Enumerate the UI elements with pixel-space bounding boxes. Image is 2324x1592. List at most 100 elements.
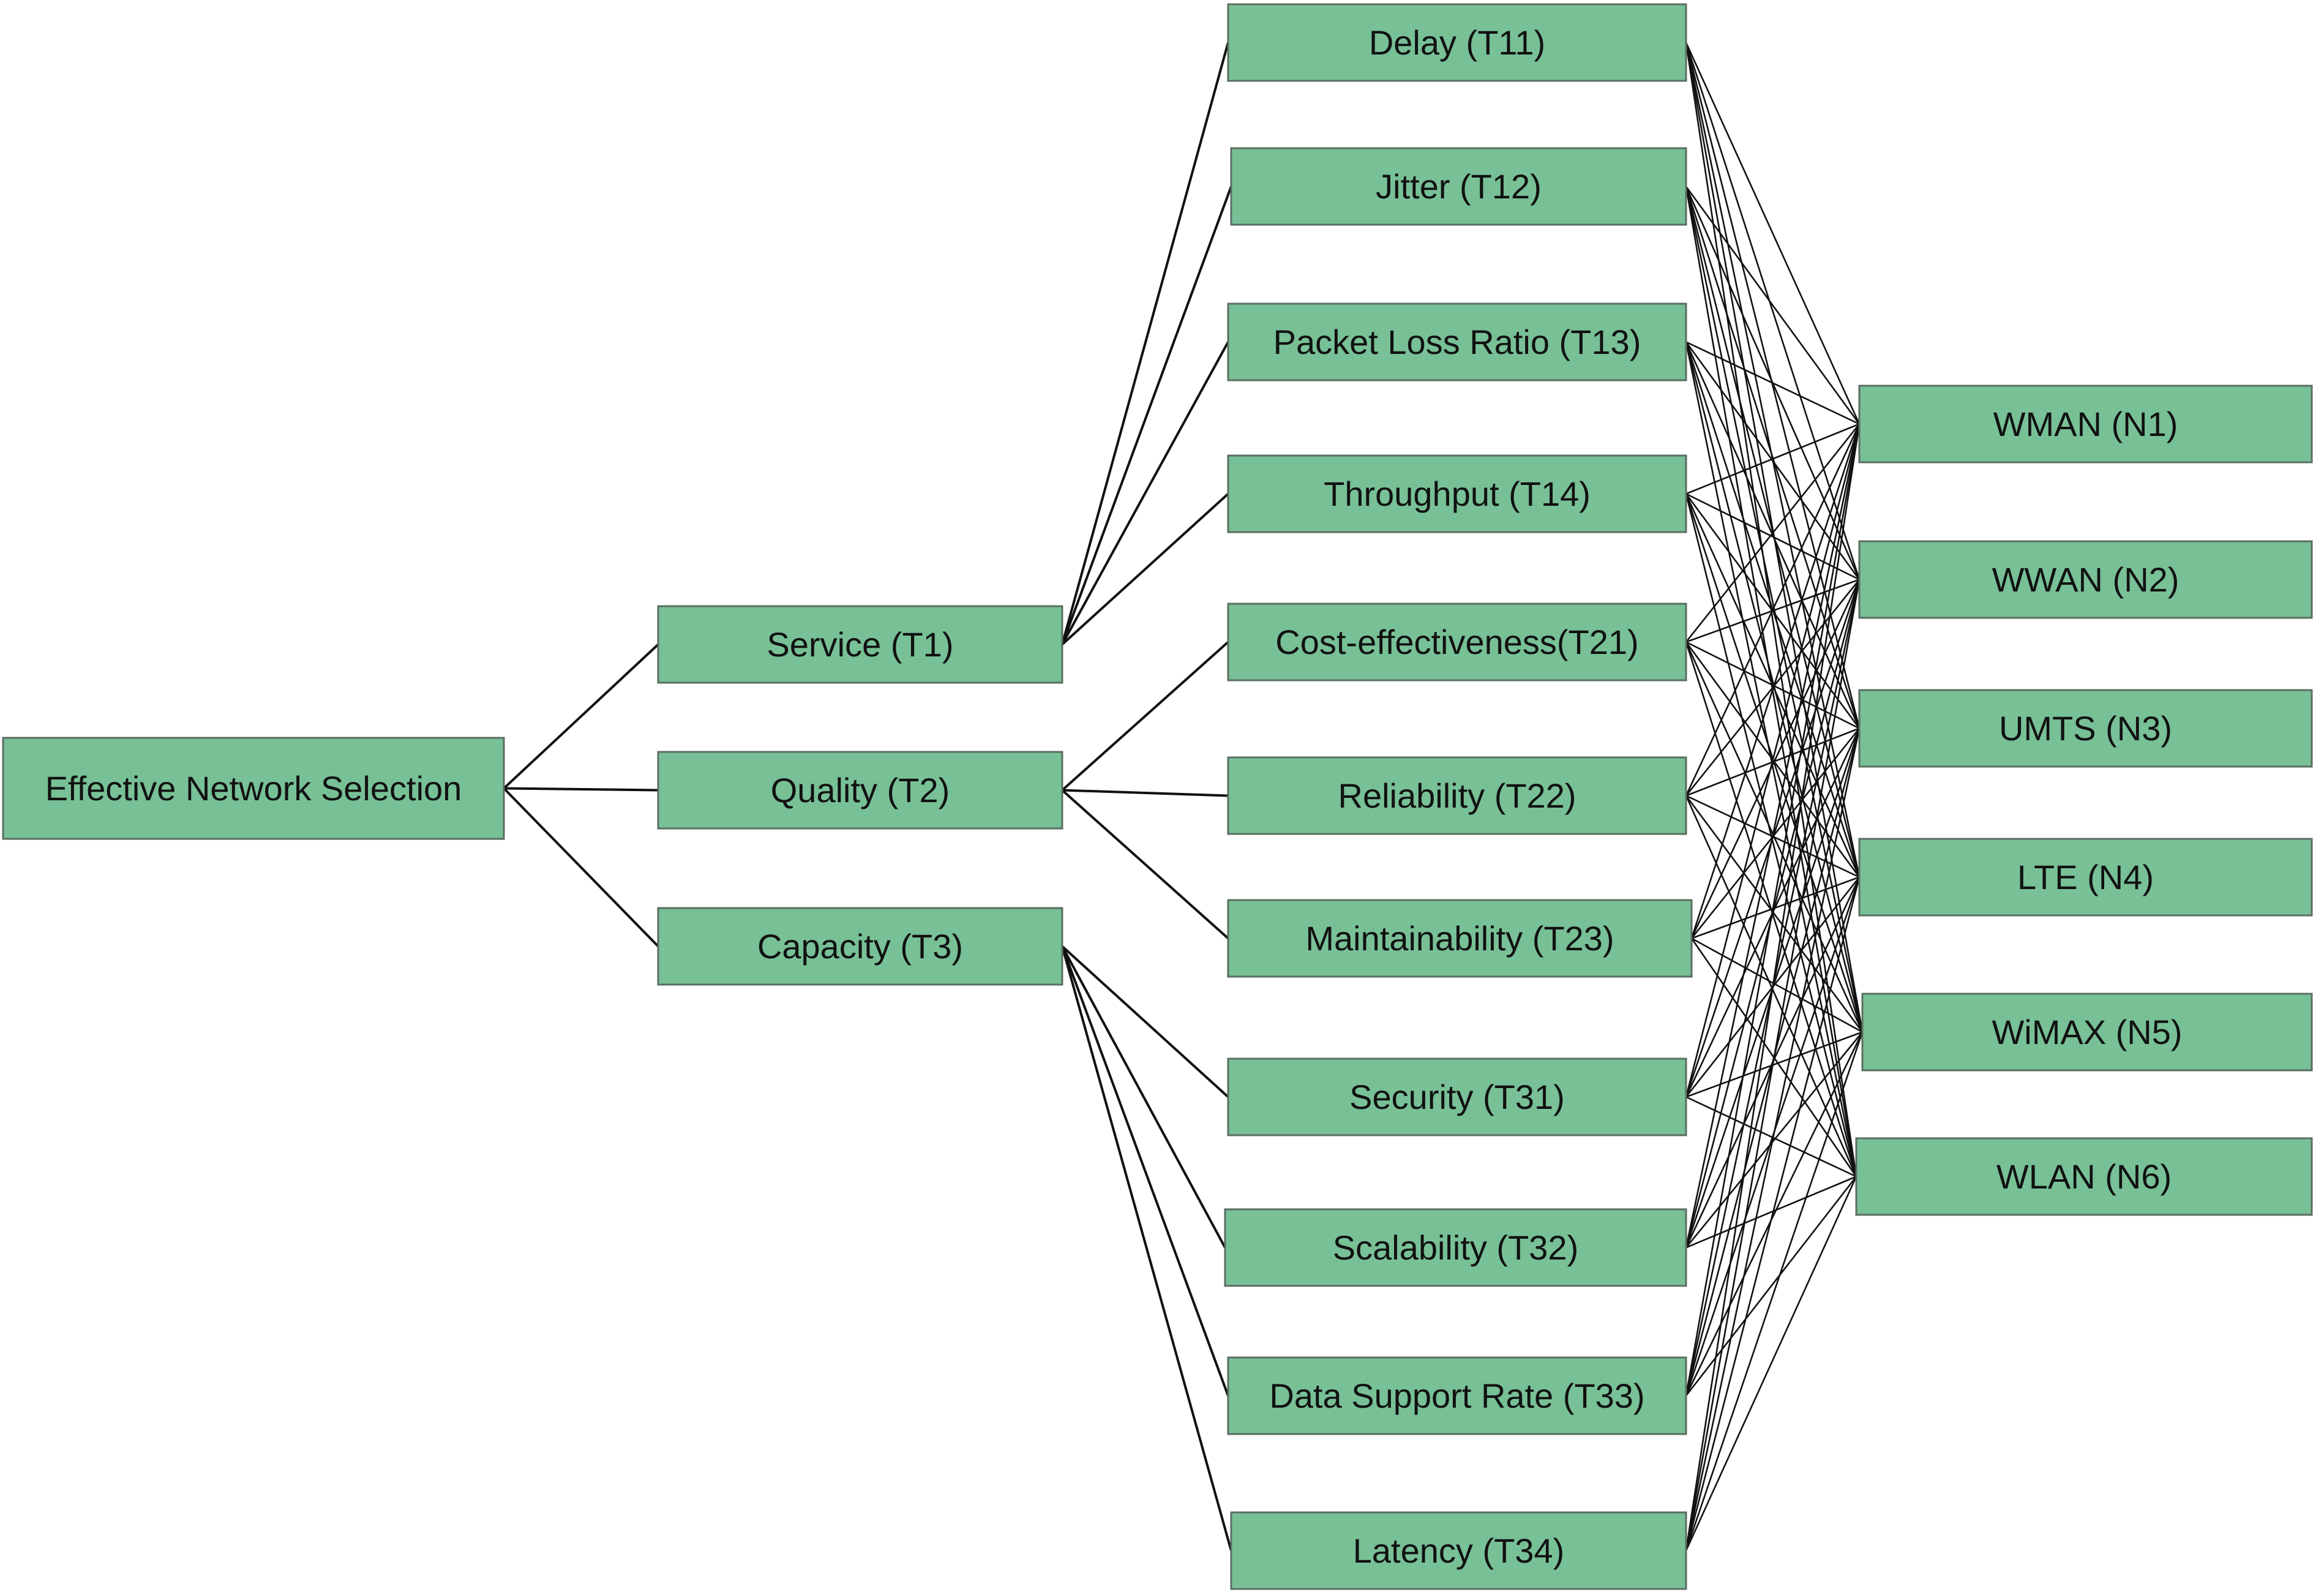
alternative-node-n2-box bbox=[1858, 540, 2313, 619]
criterion-node-t1-box bbox=[657, 605, 1063, 684]
edge-t34-n1 bbox=[1685, 424, 1861, 1551]
edge-root-t1 bbox=[503, 644, 659, 789]
edge-t3-t31 bbox=[1061, 945, 1229, 1098]
edge-t22-n1 bbox=[1685, 423, 1861, 797]
criterion-node-t2-box bbox=[657, 751, 1063, 830]
root-node-box bbox=[2, 737, 505, 840]
edge-t22-n6 bbox=[1685, 795, 1857, 1177]
connector-lines bbox=[503, 42, 1864, 1552]
alternative-node-n1-label: WMAN (N1) bbox=[1993, 405, 2178, 443]
subcriterion-node-t32-box bbox=[1224, 1208, 1687, 1287]
criterion-node-t1-label: Service (T1) bbox=[767, 625, 954, 664]
alternative-node-n6-box bbox=[1855, 1137, 2313, 1216]
criterion-node-t3-box bbox=[657, 907, 1063, 986]
edge-t3-t34 bbox=[1061, 945, 1232, 1552]
alternative-node-n3-label: UMTS (N3) bbox=[1999, 709, 2172, 748]
edge-t34-n2 bbox=[1685, 579, 1861, 1551]
edge-root-t3 bbox=[503, 787, 659, 947]
subcriterion-node-t21-label: Cost-effectiveness(T21) bbox=[1275, 623, 1638, 661]
criterion-node-t1: Service (T1) bbox=[657, 605, 1063, 684]
subcriterion-node-t33: Data Support Rate (T33) bbox=[1227, 1356, 1687, 1435]
alternative-node-n5-label: WiMAX (N5) bbox=[1992, 1013, 2182, 1051]
subcriterion-node-t22-label: Reliability (T22) bbox=[1338, 776, 1576, 815]
edge-t11-n3 bbox=[1685, 42, 1861, 729]
edge-t31-n1 bbox=[1685, 424, 1861, 1097]
edge-t23-n1 bbox=[1690, 424, 1861, 939]
alternative-node-n1-box bbox=[1858, 385, 2313, 464]
subcriterion-node-t21-box bbox=[1227, 603, 1687, 681]
edge-t23-n3 bbox=[1690, 727, 1861, 939]
edge-t11-n1 bbox=[1685, 42, 1861, 425]
edge-t34-n4 bbox=[1685, 877, 1861, 1551]
edge-t3-t33 bbox=[1061, 945, 1229, 1397]
node-boxes: Effective Network Selection Service (T1) Q… bbox=[2, 3, 2313, 1590]
edge-t13-n3 bbox=[1685, 341, 1861, 729]
edge-t1-t11 bbox=[1061, 42, 1229, 645]
subcriterion-node-t34: Latency (T34) bbox=[1230, 1511, 1687, 1590]
edge-t33-n6 bbox=[1685, 1176, 1857, 1397]
alternative-node-n6: WLAN (N6) bbox=[1855, 1137, 2313, 1216]
edge-t32-n5 bbox=[1685, 1031, 1864, 1248]
edge-t12-n3 bbox=[1685, 186, 1861, 729]
edge-t14-n1 bbox=[1685, 423, 1860, 495]
subcriterion-node-t12-box bbox=[1230, 147, 1687, 226]
subcriterion-node-t34-box bbox=[1230, 1511, 1687, 1590]
alternative-node-n4-label: LTE (N4) bbox=[2017, 858, 2154, 896]
edge-root-t2 bbox=[503, 787, 659, 792]
subcriterion-node-t31: Security (T31) bbox=[1227, 1057, 1687, 1136]
subcriterion-node-t32-label: Scalability (T32) bbox=[1333, 1228, 1578, 1267]
edge-t33-n1 bbox=[1685, 424, 1861, 1396]
edge-t34-n5 bbox=[1685, 1032, 1864, 1551]
edge-t2-t22 bbox=[1062, 789, 1229, 797]
subcriterion-node-t11-box bbox=[1227, 3, 1687, 82]
edge-t11-n2 bbox=[1685, 42, 1861, 580]
alternative-node-n5: WiMAX (N5) bbox=[1861, 993, 2313, 1072]
subcriterion-node-t11-label: Delay (T11) bbox=[1369, 23, 1545, 62]
edge-t1-t14 bbox=[1061, 493, 1229, 645]
edge-t12-n5 bbox=[1685, 186, 1864, 1032]
edge-t34-n3 bbox=[1685, 728, 1861, 1551]
edge-t22-n5 bbox=[1685, 795, 1864, 1033]
subcriterion-node-t33-box bbox=[1227, 1356, 1687, 1435]
subcriterion-node-t13-label: Packet Loss Ratio (T13) bbox=[1273, 323, 1641, 361]
edge-t1-t13 bbox=[1061, 341, 1229, 645]
alternative-node-n2-label: WWAN (N2) bbox=[1992, 560, 2180, 599]
alternative-node-n1: WMAN (N1) bbox=[1858, 385, 2313, 464]
edge-t31-n5 bbox=[1685, 1031, 1863, 1098]
edge-t34-n6 bbox=[1685, 1176, 1857, 1552]
alternative-node-n6-label: WLAN (N6) bbox=[1996, 1157, 2172, 1196]
subcriterion-node-t23-label: Maintainability (T23) bbox=[1305, 919, 1614, 958]
subcriterion-node-t31-label: Security (T31) bbox=[1349, 1078, 1565, 1116]
alternative-node-n4-box bbox=[1858, 838, 2313, 917]
subcriterion-node-t12-label: Jitter (T12) bbox=[1376, 167, 1542, 206]
edge-t14-n2 bbox=[1685, 493, 1860, 580]
criterion-node-t2: Quality (T2) bbox=[657, 751, 1063, 830]
criterion-node-t3: Capacity (T3) bbox=[657, 907, 1063, 986]
edge-t32-n1 bbox=[1685, 424, 1861, 1248]
alternative-node-n3: UMTS (N3) bbox=[1858, 689, 2313, 768]
criterion-node-t3-label: Capacity (T3) bbox=[757, 927, 963, 966]
subcriterion-node-t33-label: Data Support Rate (T33) bbox=[1269, 1376, 1644, 1415]
subcriterion-node-t22-box bbox=[1227, 756, 1687, 835]
edge-t12-n1 bbox=[1685, 186, 1861, 425]
subcriterion-node-t34-label: Latency (T34) bbox=[1353, 1531, 1565, 1570]
root-node: Effective Network Selection bbox=[2, 737, 505, 840]
subcriterion-node-t21: Cost-effectiveness(T21) bbox=[1227, 603, 1687, 681]
subcriterion-node-t23: Maintainability (T23) bbox=[1227, 899, 1693, 978]
edge-t31-n6 bbox=[1685, 1096, 1857, 1177]
subcriterion-node-t14-label: Throughput (T14) bbox=[1324, 475, 1591, 513]
alternative-node-n5-box bbox=[1861, 993, 2313, 1072]
edge-t23-n5 bbox=[1691, 937, 1863, 1033]
edge-t23-n2 bbox=[1690, 579, 1861, 939]
subcriterion-node-t32: Scalability (T32) bbox=[1224, 1208, 1687, 1287]
edge-t13-n6 bbox=[1685, 342, 1857, 1177]
edge-t13-n1 bbox=[1685, 341, 1860, 425]
edge-t32-n6 bbox=[1685, 1176, 1857, 1248]
alternative-node-n3-box bbox=[1858, 689, 2313, 768]
subcriterion-node-t12: Jitter (T12) bbox=[1230, 147, 1687, 226]
root-node-label: Effective Network Selection bbox=[45, 769, 462, 808]
subcriterion-node-t22: Reliability (T22) bbox=[1227, 756, 1687, 835]
subcriterion-node-t11: Delay (T11) bbox=[1227, 3, 1687, 82]
subcriterion-node-t14: Throughput (T14) bbox=[1227, 454, 1687, 533]
